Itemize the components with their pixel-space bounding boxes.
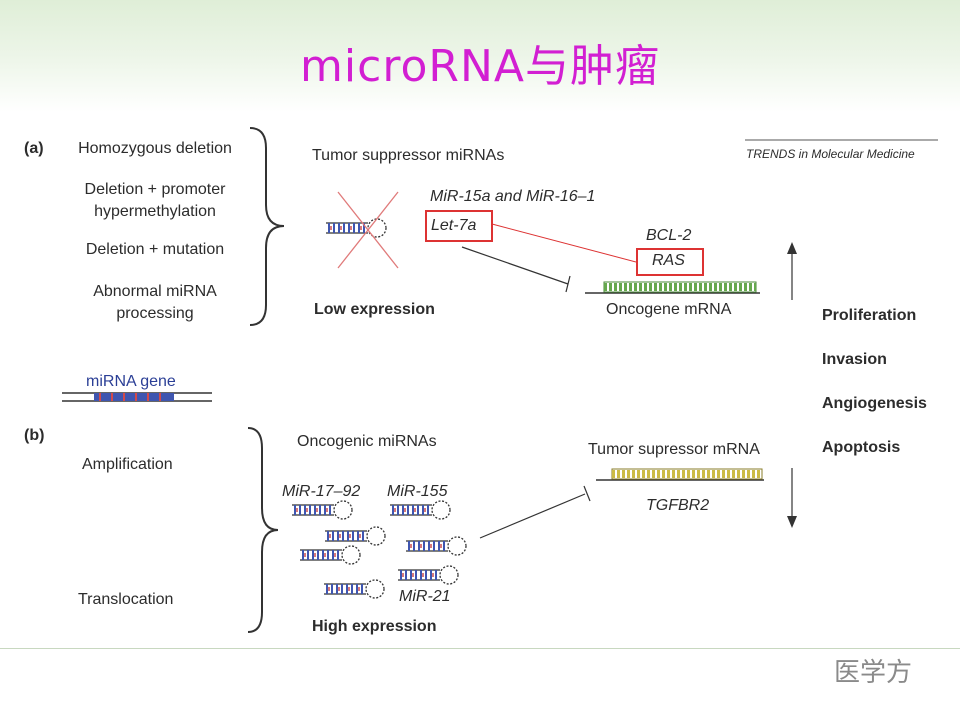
brace-b — [247, 427, 279, 633]
outcome-apoptosis: Apoptosis — [822, 439, 901, 456]
oncogenic-mirna-hairpins — [291, 500, 467, 599]
outcome-invasion: Invasion — [822, 351, 887, 368]
tumor-suppressor-mrna-strand — [596, 468, 764, 481]
mir15a-mir16-label: MiR-15a and MiR-16–1 — [430, 188, 596, 205]
outcome-down-arrow — [787, 468, 797, 528]
slide-title: microRNA与肿瘤 — [300, 41, 660, 92]
mirna-gene-strand — [62, 392, 212, 402]
tumor-suppressor-mirnas-label: Tumor suppressor miRNAs — [312, 147, 505, 164]
mechanism-homozygous-deletion: Homozygous deletion — [78, 140, 232, 157]
mir155-label: MiR-155 — [387, 483, 448, 500]
mir21-label: MiR-21 — [399, 588, 451, 605]
mechanism-deletion-promoter: Deletion + promoter hypermethylation — [84, 181, 226, 220]
watermark-text: 医学方 — [834, 658, 913, 688]
let7a-highlight-box — [425, 210, 493, 242]
source-label: TRENDS in Molecular Medicine — [746, 147, 915, 161]
mechanism-translocation: Translocation — [78, 591, 174, 608]
tumor-suppressor-mrna-label: Tumor supressor mRNA — [588, 441, 760, 458]
mechanism-abnormal-processing: Abnormal miRNA processing — [93, 283, 217, 322]
header-background — [0, 0, 960, 112]
high-expression-label: High expression — [312, 618, 437, 635]
inhibition-arrow-a — [461, 246, 571, 293]
ras-label: RAS — [652, 252, 685, 269]
diagram-panel — [4, 116, 954, 636]
oncogenic-mirnas-label: Oncogenic miRNAs — [297, 433, 437, 450]
tgfbr2-label: TGFBR2 — [646, 497, 710, 514]
mechanism-amplification: Amplification — [82, 456, 173, 473]
oncogene-mrna-strand — [585, 281, 760, 294]
mechanism-deletion-mutation: Deletion + mutation — [85, 241, 225, 258]
hairpin-crossed-out-mark — [337, 191, 399, 269]
brace-a — [249, 127, 285, 326]
suppressor-mirna-hairpin — [325, 218, 387, 238]
outcome-up-arrow — [787, 242, 797, 300]
mir17-92-label: MiR-17–92 — [282, 483, 361, 500]
panel-b-label: (b) — [24, 427, 45, 444]
bcl2-label: BCL-2 — [646, 227, 692, 244]
outcome-proliferation: Proliferation — [822, 307, 917, 324]
inhibition-arrow-b — [479, 485, 591, 539]
let7a-ras-connector — [491, 223, 637, 263]
panel-a-label: (a) — [24, 140, 44, 157]
oncogene-mrna-label: Oncogene mRNA — [606, 301, 732, 318]
footer-area — [0, 648, 960, 721]
mirna-gene-label: miRNA gene — [86, 373, 176, 390]
outcome-angiogenesis: Angiogenesis — [822, 395, 927, 412]
ras-highlight-box — [636, 248, 704, 276]
let7a-label: Let-7a — [431, 217, 477, 234]
low-expression-label: Low expression — [314, 301, 435, 318]
